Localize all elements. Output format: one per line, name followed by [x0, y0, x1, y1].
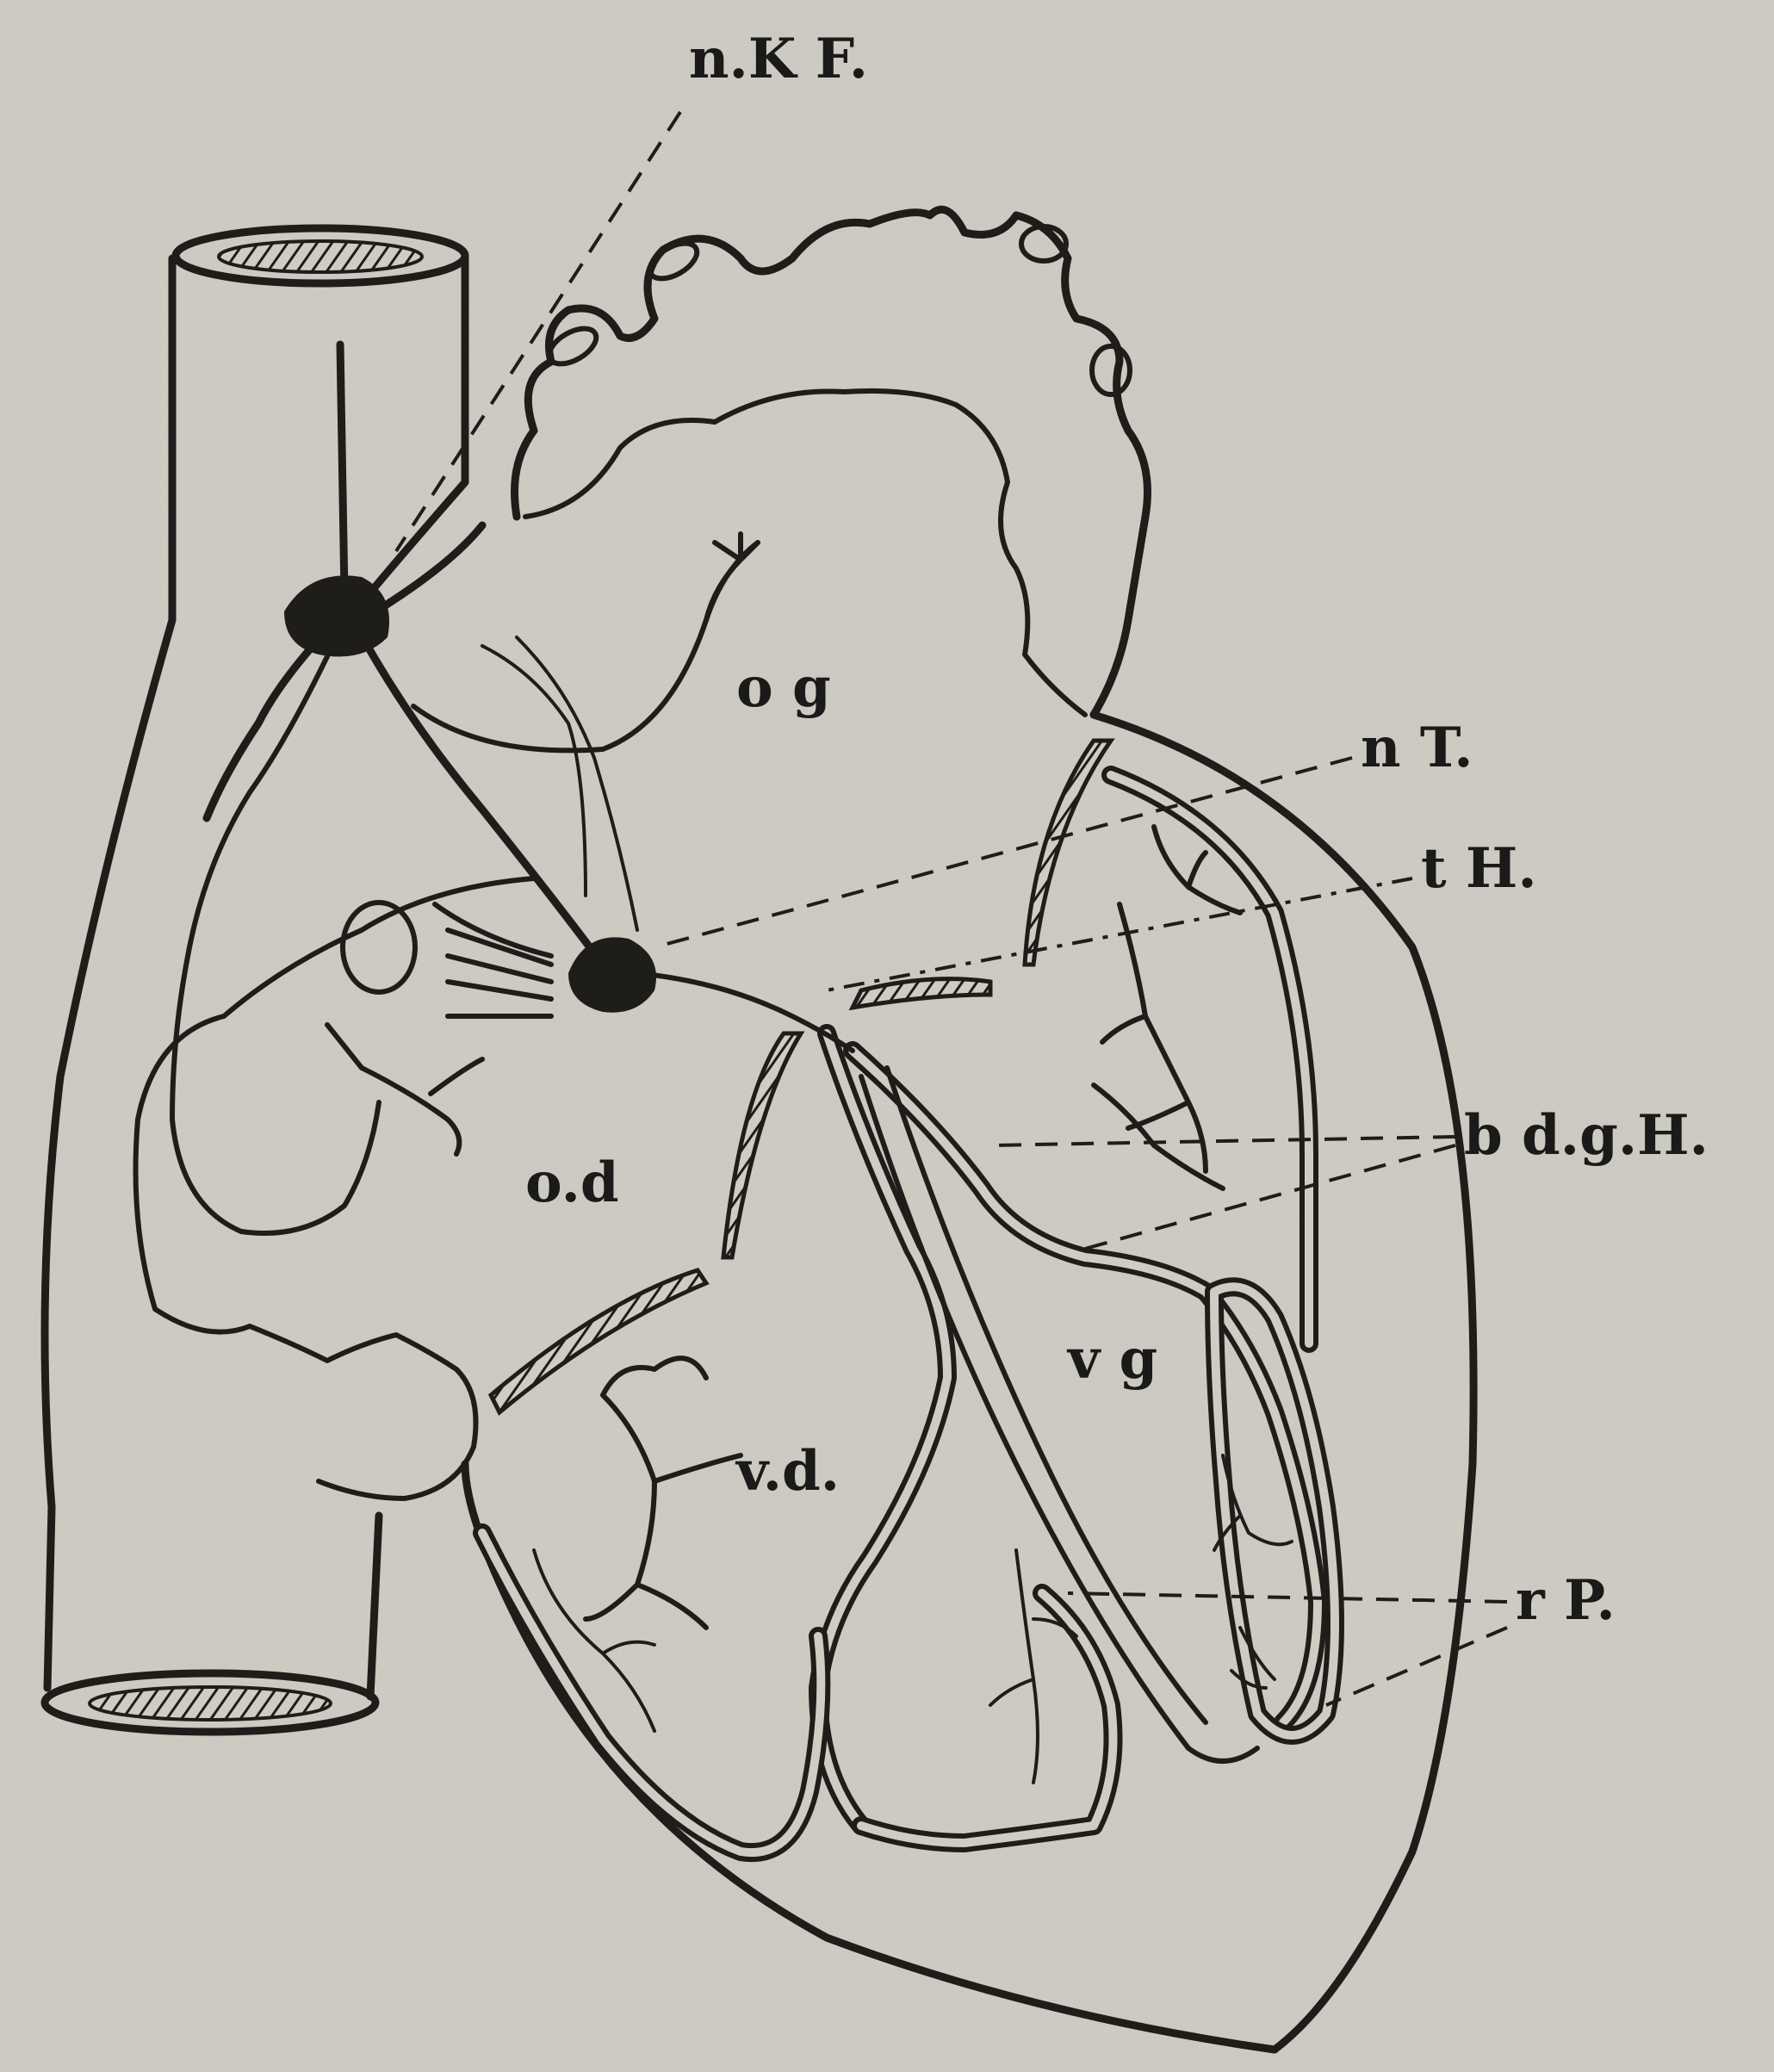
label-nT: n T. — [1361, 716, 1473, 780]
label-vg: v g — [1066, 1327, 1157, 1392]
label-tH: t H. — [1421, 836, 1537, 901]
label-vd: v.d. — [735, 1439, 840, 1504]
label-bdgH: b d.g.H. — [1464, 1103, 1709, 1168]
label-nKF: n.K F. — [689, 27, 868, 91]
label-rP: r P. — [1516, 1568, 1616, 1633]
label-og: o g — [736, 655, 831, 720]
label-od: o.d — [525, 1151, 619, 1215]
